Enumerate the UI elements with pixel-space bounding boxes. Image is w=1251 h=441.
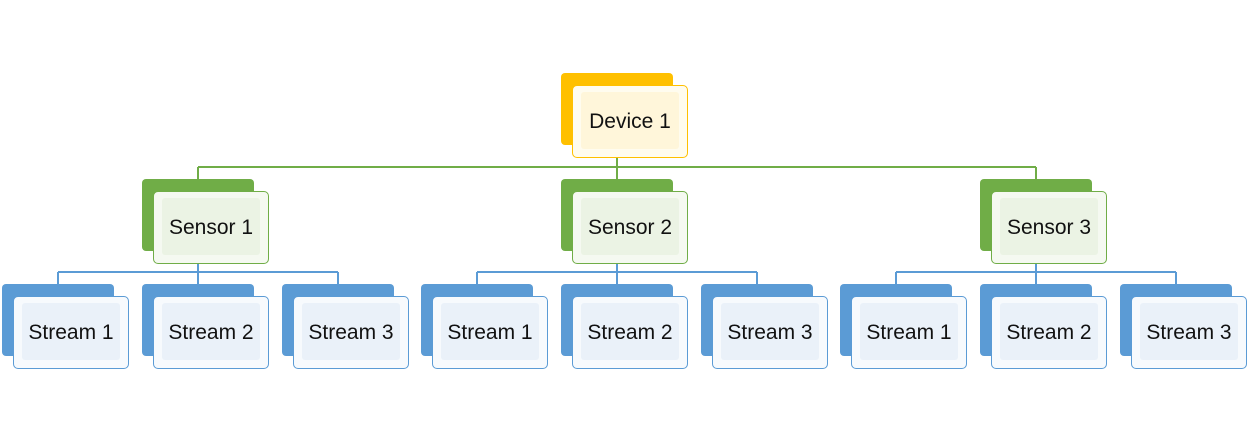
sensor-label: Sensor 2 [587, 215, 673, 239]
stream-label: Stream 2 [587, 320, 673, 344]
connector-sensor-3-streams [895, 262, 1177, 284]
connector-sensor-2-streams [476, 262, 758, 284]
stream-label: Stream 3 [1146, 320, 1232, 344]
stream-label: Stream 2 [168, 320, 254, 344]
sensor-label: Sensor 1 [168, 215, 254, 239]
stream-label: Stream 1 [866, 320, 952, 344]
stream-label: Stream 3 [308, 320, 394, 344]
connector-device-sensors [197, 157, 1037, 179]
stream-label: Stream 1 [28, 320, 114, 344]
stream-label: Stream 3 [727, 320, 813, 344]
connector-sensor-1-streams [57, 262, 339, 284]
device-label: Device 1 [589, 109, 671, 133]
sensor-label: Sensor 3 [1006, 215, 1092, 239]
stream-label: Stream 2 [1006, 320, 1092, 344]
stream-label: Stream 1 [447, 320, 533, 344]
